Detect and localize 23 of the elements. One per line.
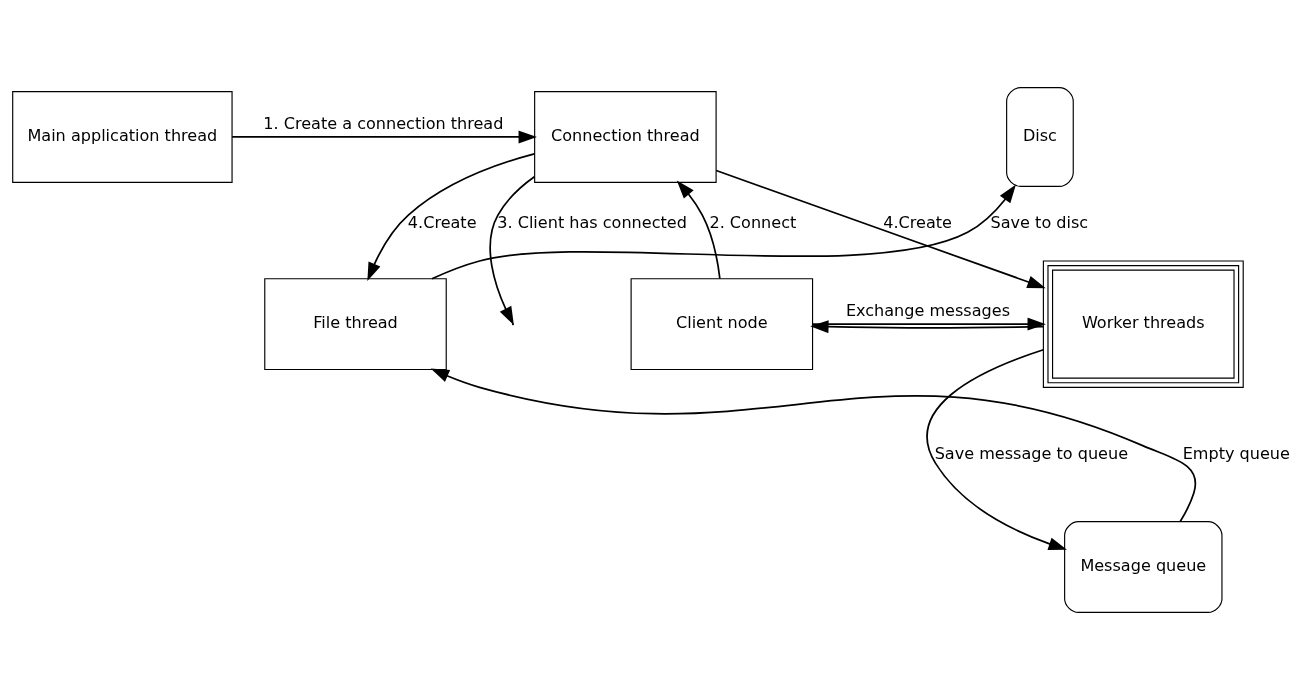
edge-label: Save to disc [990,212,1089,232]
node-box: Client node [630,278,814,371]
node-box: File thread [264,278,447,371]
node-box: Worker threads [1042,260,1244,388]
edge-label: 4.Create [407,212,477,232]
edge-label: Save message to queue [934,443,1129,463]
arrow [430,368,1197,523]
edge-label: 3. Client has connected [497,212,687,232]
arrow [367,153,536,282]
arrow [231,130,537,144]
node-box: Disc [1006,87,1074,187]
arrow [715,169,1046,289]
node-box: Message queue [1064,521,1223,613]
edge-label: 4.Create [883,212,952,232]
arrow [676,180,721,280]
arrow [431,184,1016,280]
edge-label: 2. Connect [709,212,797,232]
edge-label: Empty queue [1182,443,1290,463]
edge-label: 1. Create a connection thread [263,114,504,134]
arrow [926,348,1067,550]
edge-label: Exchange messages [845,301,1011,321]
node-box: Connection thread [534,91,717,183]
node-box: Main application thread [12,91,233,183]
